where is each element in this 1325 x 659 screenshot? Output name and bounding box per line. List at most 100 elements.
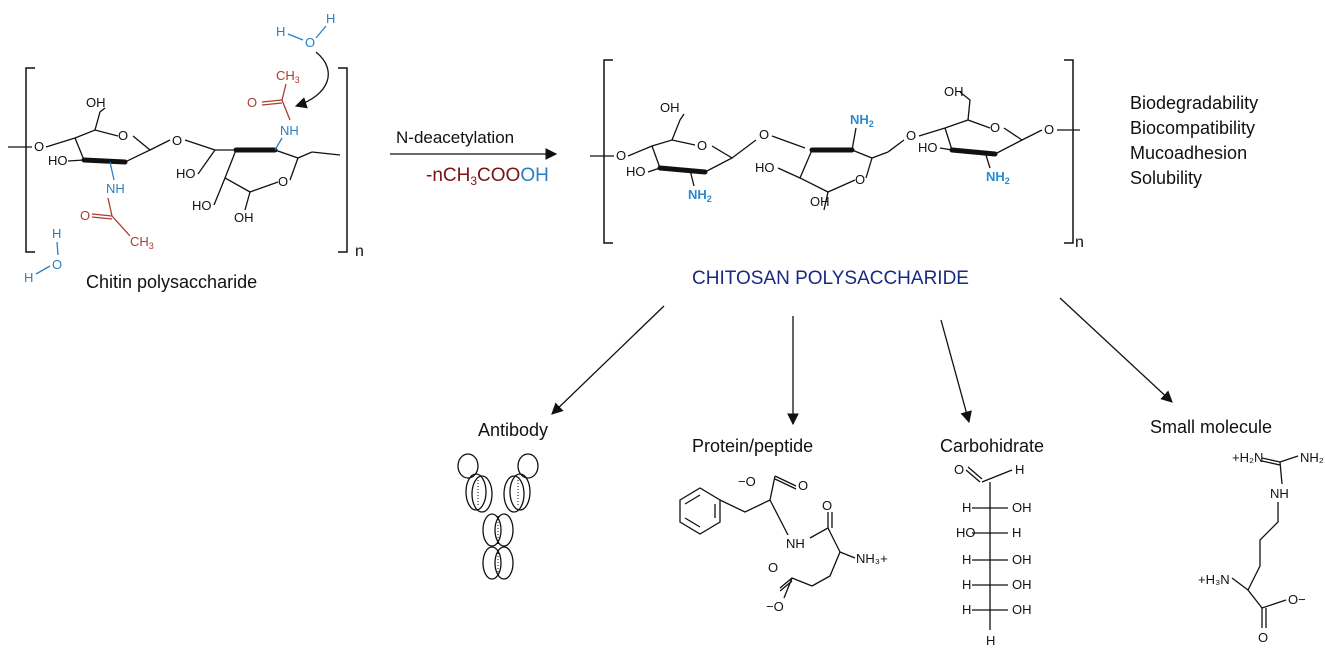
chitosan-bond — [851, 127, 857, 151]
chitosan-glyco-o1: O — [759, 127, 769, 142]
chitin-bond — [224, 149, 279, 193]
chitosan-right-bracket — [1064, 59, 1074, 244]
chitin-ho-mid: HO — [176, 166, 196, 181]
carb-oh-1: OH — [1012, 500, 1032, 515]
chitin-ch3-bottom: CH3 — [130, 234, 154, 251]
carb-h-3: H — [962, 552, 971, 567]
chitosan-glyco-o2: O — [906, 128, 916, 143]
chitin-ch3-top: CH3 — [276, 68, 300, 85]
chitosan-ring3-thick — [949, 147, 998, 157]
chitosan-ho2: HO — [755, 160, 775, 175]
chitosan-bond — [984, 151, 991, 169]
chitosan-nh2-2: NH2 — [850, 112, 874, 129]
chitosan-repeat-n: n — [1075, 234, 1084, 251]
sm-bond — [1247, 502, 1279, 609]
sm-bond — [1261, 455, 1299, 485]
chitin-bond — [287, 33, 304, 41]
carb-oh-5: OH — [1012, 602, 1032, 617]
chitin-bond — [124, 135, 152, 163]
antibody-domain — [503, 475, 525, 513]
chitosan-bond — [777, 167, 801, 179]
peptide-bond — [839, 551, 856, 559]
chitin-nh-top: NH — [280, 123, 299, 138]
chitosan-bond — [887, 139, 905, 153]
chitosan-bond — [851, 149, 889, 159]
chitosan-bond — [704, 145, 734, 173]
reaction-label: N-deacetylation — [396, 128, 514, 147]
chitosan-bond — [689, 169, 695, 187]
chitosan-nh2-3: NH2 — [986, 169, 1010, 186]
chitosan-oh2: OH — [810, 194, 830, 209]
carb-bond — [972, 507, 1008, 611]
chitin-bond — [184, 139, 216, 151]
chitin-bond — [111, 215, 131, 237]
chitosan-bond — [1021, 129, 1043, 141]
antibody-domain — [457, 453, 479, 479]
chitosan-bond — [944, 119, 991, 129]
chitosan-properties: Biodegradability Biocompatibility Mucoad… — [1130, 93, 1258, 188]
water-top-h1: H — [276, 24, 285, 39]
sm-h2n-plus: +H₂N — [1232, 450, 1263, 465]
conjugate-protein-label: Protein/peptide — [692, 436, 813, 456]
water-top-h2: H — [326, 11, 335, 26]
reaction-step: N-deacetylation -nCH3COOOH — [390, 128, 558, 188]
carb-h-1: H — [962, 500, 971, 515]
chitosan-o-end: O — [1044, 122, 1054, 137]
sm-o-minus: O− — [1288, 592, 1306, 607]
chitosan-bond — [918, 127, 946, 137]
chitosan-bond — [939, 147, 953, 151]
chitin-bond — [45, 137, 76, 148]
chitosan-bond — [799, 149, 856, 193]
property-0: Biodegradability — [1130, 93, 1258, 113]
chitin-nh-bottom: NH — [106, 181, 125, 196]
property-3: Solubility — [1130, 168, 1202, 188]
chitin-ring2-o: O — [278, 174, 288, 189]
chitosan-bond — [627, 139, 696, 157]
chitosan-o1: O — [616, 148, 626, 163]
antibody-domain — [509, 473, 531, 511]
chitin-bond — [213, 177, 226, 206]
chitin-chain-right — [311, 151, 341, 156]
chitin-link-o-left: O — [34, 139, 44, 154]
chitin-ho-low: HO — [192, 198, 212, 213]
chitin-oh-bottom-right: OH — [234, 210, 254, 225]
chitin-bond — [67, 159, 85, 162]
chitin-carbonyl-o-top: O — [247, 95, 257, 110]
peptide-bond — [811, 527, 841, 587]
conjugate-small-molecule-label: Small molecule — [1150, 417, 1272, 437]
chitin-oh-top-left: OH — [86, 95, 106, 110]
chitosan-bond — [823, 191, 829, 211]
chitosan-bond — [944, 127, 953, 151]
peptide-minus-o: −O — [766, 599, 784, 614]
peptide-benzene-ring — [679, 487, 721, 535]
chitosan-bond — [647, 167, 661, 173]
conjugate-antibody-label: Antibody — [478, 420, 548, 440]
chitin-bond — [289, 157, 299, 181]
chitosan-bond — [731, 139, 757, 159]
chitin-structure: n O O OH HO NH O CH3 O O HO — [8, 11, 364, 292]
chitosan-bond — [771, 135, 806, 149]
peptide-nh: NH — [786, 536, 805, 551]
sm-nh2: NH₂ — [1300, 450, 1324, 465]
sm-o: O — [1258, 630, 1268, 645]
chitin-bond — [109, 161, 115, 181]
chitosan-nh2-1: NH2 — [688, 187, 712, 204]
water-top-o: O — [305, 35, 315, 50]
carbohydrate-drawing: O H H OH HO H H OH H OH H OH H — [954, 462, 1032, 648]
chitin-bond — [94, 107, 106, 131]
carb-h-4: H — [962, 577, 971, 592]
carb-h-5: H — [962, 602, 971, 617]
carb-bond — [965, 466, 1013, 483]
sm-bond — [1261, 599, 1287, 628]
peptide-drawing: −O O NH O NH₃+ O −O — [679, 474, 888, 614]
chitosan-caption: CHITOSAN POLYSACCHARIDE — [692, 268, 969, 289]
antibody-domain — [482, 546, 502, 580]
chitin-bond — [197, 149, 216, 175]
arrow-to-small-molecule — [1059, 297, 1173, 403]
chitosan-ring1-thick — [657, 165, 708, 175]
chitin-ho-left: HO — [48, 153, 68, 168]
chitin-ring1-thick — [81, 157, 128, 165]
peptide-carboxylate-minus: −O — [738, 474, 756, 489]
chitosan-bond — [959, 91, 971, 121]
